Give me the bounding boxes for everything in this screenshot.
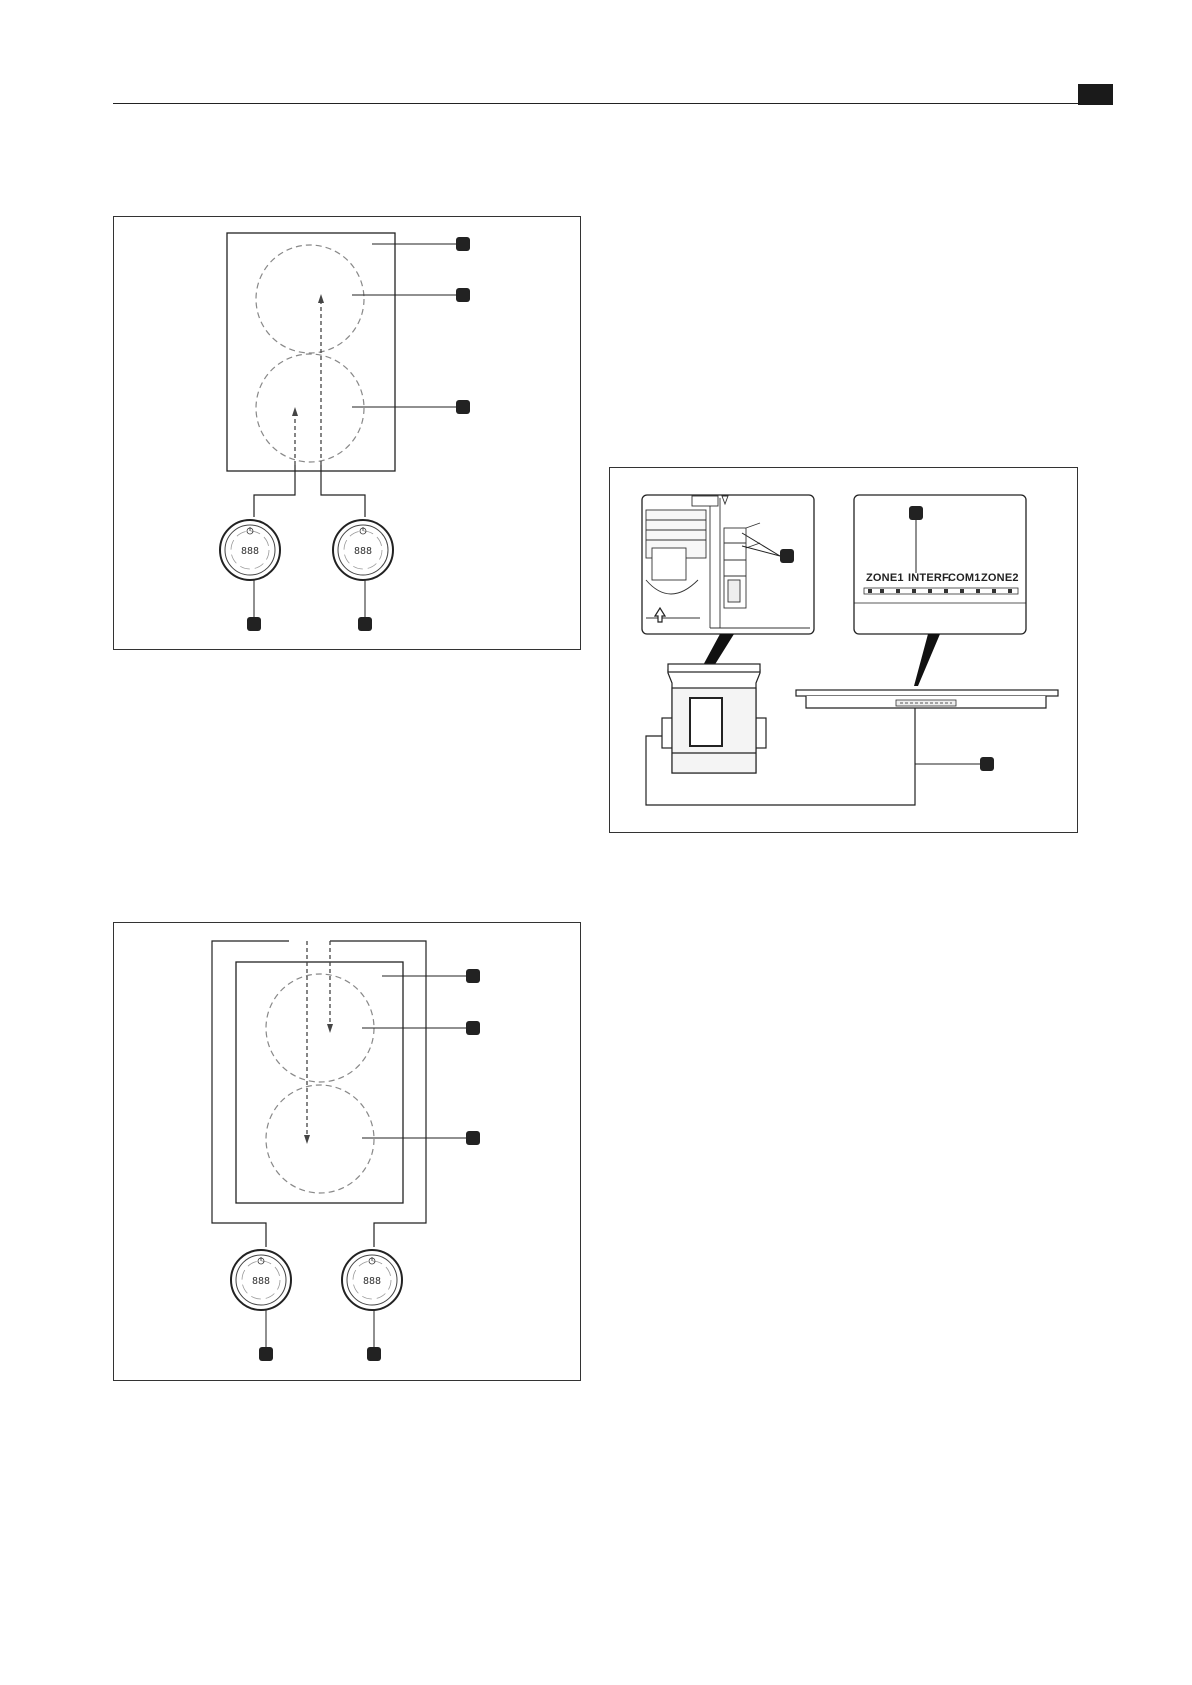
- cooktop-diagram-bottom-svg: 888 888: [114, 923, 580, 1380]
- control-knob-right: 888: [342, 1250, 402, 1310]
- callout-marker-icon: [259, 1347, 273, 1361]
- callout-marker-icon: [367, 1347, 381, 1361]
- control-knob-left: 888: [220, 520, 280, 580]
- callout-marker-icon: [456, 288, 470, 302]
- callout-marker-icon: [780, 549, 794, 563]
- knob-wire-right: [321, 465, 365, 517]
- callout-marker-icon: [456, 237, 470, 251]
- knob-display-right: 888: [354, 546, 372, 557]
- cooktop-diagram-bottom: 888 888: [113, 922, 581, 1381]
- knob-display-left: 888: [241, 546, 259, 557]
- control-knob-right: 888: [333, 520, 393, 580]
- hob-side-view: [796, 690, 1058, 708]
- callout-marker-icon: [980, 757, 994, 771]
- connection-diagram: ZONE1 INTERF. COM1 ZONE2: [609, 467, 1078, 833]
- terminal-label-interf: INTERF.: [908, 572, 951, 584]
- header-rule: [113, 103, 1113, 104]
- connection-diagram-svg: ZONE1 INTERF. COM1 ZONE2: [610, 468, 1077, 832]
- callout-marker-icon: [466, 1131, 480, 1145]
- control-box: [662, 664, 766, 773]
- terminal-strip-detail-inset: [854, 495, 1026, 634]
- callout-marker-icon: [466, 969, 480, 983]
- knob-wire-left: [254, 465, 295, 517]
- callout-marker-icon: [247, 617, 261, 631]
- hob-plate: [227, 233, 395, 471]
- terminal-label-com1: COM1: [948, 572, 981, 584]
- cooktop-diagram-top-svg: 888 888: [114, 217, 580, 649]
- cooktop-diagram-top: 888 888: [113, 216, 581, 650]
- knob-display-left: 888: [252, 1276, 270, 1287]
- terminal-label-zone1: ZONE1: [866, 572, 904, 584]
- callout-marker-icon: [909, 506, 923, 520]
- callout-marker-icon: [456, 400, 470, 414]
- callout-marker-icon: [466, 1021, 480, 1035]
- terminal-label-zone2: ZONE2: [981, 572, 1019, 584]
- page-number-tab: [1078, 84, 1113, 105]
- control-knob-left: 888: [231, 1250, 291, 1310]
- zoom-wedge-right: [914, 634, 940, 686]
- knob-display-right: 888: [363, 1276, 381, 1287]
- callout-marker-icon: [358, 617, 372, 631]
